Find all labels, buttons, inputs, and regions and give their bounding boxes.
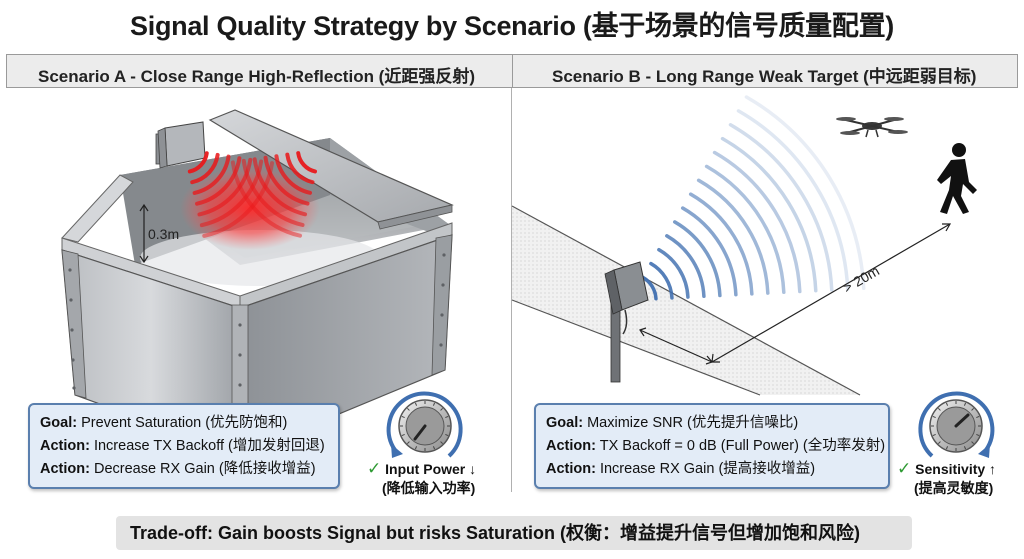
knob-tick	[976, 433, 980, 437]
page-title: Signal Quality Strategy by Scenario (基于场…	[130, 11, 894, 41]
wave-arc	[187, 151, 209, 174]
check-icon: ✓	[897, 459, 912, 478]
wave-arc	[252, 157, 308, 217]
radar-sensor-icon	[604, 261, 649, 383]
goal-label: Goal:	[546, 415, 584, 431]
wave-arc	[296, 151, 318, 174]
knob-label-b: ✓ Sensitivity ↑	[897, 459, 996, 479]
scenario-a-info-box: Goal: Prevent Saturation (优先防饱和) Action:…	[28, 403, 340, 489]
wave-arc	[649, 261, 674, 300]
goal-label: Goal:	[40, 415, 78, 431]
wave-arc	[197, 157, 253, 217]
reflection-waves	[180, 151, 320, 250]
wave-arc	[202, 161, 275, 238]
wave-arc	[728, 123, 834, 292]
knob-tick	[445, 415, 449, 419]
knob-tick	[971, 407, 975, 411]
wave-arc	[720, 136, 818, 293]
knob-tick	[963, 446, 967, 450]
wave-arc	[641, 275, 658, 301]
knob-tick	[945, 446, 949, 450]
ground-path	[511, 205, 861, 396]
signal-waves	[641, 95, 866, 301]
wave-arc	[190, 152, 220, 185]
knob-sublabel-b: (提高灵敏度)	[914, 480, 994, 496]
wave-arc	[688, 192, 754, 296]
knob-tick	[432, 446, 436, 450]
wave-arc	[241, 158, 305, 227]
wave-arc	[680, 206, 738, 297]
knob-tick	[440, 441, 444, 445]
action-row: Action: Increase TX Backoff (增加发射回退)	[40, 435, 328, 458]
goal-text: Maximize SNR (优先提升信噪比)	[587, 415, 799, 431]
drone-icon	[836, 117, 908, 138]
action-row: Action: Increase RX Gain (提高接收增益)	[546, 458, 878, 481]
knob-tick	[406, 441, 410, 445]
wave-arc	[744, 95, 866, 291]
action-text: Decrease RX Gain (降低接收增益)	[93, 461, 316, 477]
wave-arc	[195, 156, 242, 206]
goal-text: Prevent Saturation (优先防饱和)	[81, 415, 288, 431]
knob-tick	[937, 441, 941, 445]
knob-tick	[932, 415, 936, 419]
knob-tick	[971, 441, 975, 445]
scenario-b-title: Scenario B - Long Range Weak Target (中远距…	[552, 67, 977, 86]
wave-arc	[657, 247, 690, 299]
knob-tick	[445, 433, 449, 437]
wave-arc	[736, 109, 850, 291]
knob-tick	[432, 402, 436, 406]
goal-row: Goal: Maximize SNR (优先提升信噪比)	[546, 412, 878, 435]
knob-sublabel-a: (降低输入功率)	[382, 480, 476, 496]
radar-sensor-icon	[155, 121, 206, 169]
distance-marker-b	[639, 223, 952, 365]
scenario-header-bar: Scenario A - Close Range High-Reflection…	[6, 54, 1018, 88]
knob-tick	[440, 407, 444, 411]
wave-arc	[263, 155, 310, 206]
action-row: Action: Decrease RX Gain (降低接收增益)	[40, 458, 328, 481]
wave-arc	[285, 152, 315, 185]
knob-tick	[963, 402, 967, 406]
knob-tick	[401, 433, 405, 437]
dial-knob-icon	[386, 391, 463, 458]
distance-label-a: 0.3m	[148, 226, 180, 242]
knob-label-text: Sensitivity ↑	[915, 461, 997, 477]
center-divider	[511, 88, 512, 492]
dial-knob-icon	[918, 391, 995, 458]
action-label: Action:	[546, 461, 596, 477]
scenario-a-title: Scenario A - Close Range High-Reflection…	[38, 67, 476, 86]
wave-arc	[199, 159, 264, 228]
header-divider	[512, 55, 513, 87]
scenario-b-info-box: Goal: Maximize SNR (优先提升信噪比) Action: TX …	[534, 403, 890, 489]
wave-arc	[673, 220, 722, 298]
walking-person-icon	[937, 143, 977, 214]
knob-tick	[406, 407, 410, 411]
trade-off-banner: Trade-off: Gain boosts Signal but risks …	[116, 516, 912, 550]
action-text: Increase TX Backoff (增加发射回退)	[93, 438, 325, 454]
wave-arc	[704, 164, 786, 295]
distance-marker-a	[139, 203, 149, 264]
wave-arc	[192, 154, 231, 195]
action-label: Action:	[40, 438, 90, 454]
knob-label-text: Input Power ↓	[385, 461, 477, 477]
wave-arc	[230, 160, 303, 238]
action-label: Action:	[546, 438, 596, 454]
knob-tick	[414, 402, 418, 406]
goal-row: Goal: Prevent Saturation (优先防饱和)	[40, 412, 328, 435]
check-icon: ✓	[367, 459, 382, 478]
knob-label-a: ✓ Input Power ↓	[367, 459, 476, 479]
wave-arc	[712, 150, 802, 294]
action-text: TX Backoff = 0 dB (Full Power) (全功率发射)	[599, 438, 886, 454]
action-row: Action: TX Backoff = 0 dB (Full Power) (…	[546, 435, 885, 458]
knob-tick	[414, 446, 418, 450]
wave-arc	[274, 154, 313, 195]
action-text: Increase RX Gain (提高接收增益)	[599, 461, 816, 477]
knob-tick	[401, 415, 405, 419]
knob-tick	[976, 415, 980, 419]
knob-tick	[932, 433, 936, 437]
knob-tick	[937, 407, 941, 411]
action-label: Action:	[40, 461, 90, 477]
wave-arc	[696, 178, 770, 295]
wave-arc	[665, 234, 706, 299]
knob-tick	[945, 402, 949, 406]
